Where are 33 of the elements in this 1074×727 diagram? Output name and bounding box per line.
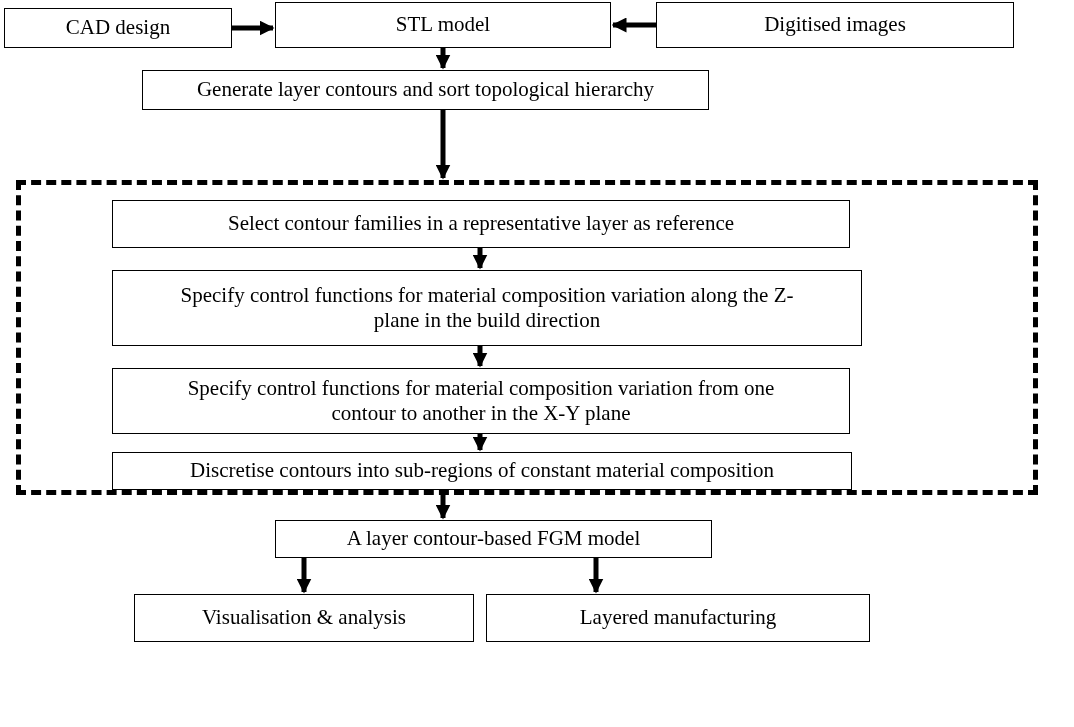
arrow [611,17,656,33]
arrow [472,346,488,368]
box-label: Digitised images [763,12,907,38]
arrow [588,558,604,594]
arrow [472,248,488,270]
box-label: Select contour families in a representative layer as reference [226,211,736,237]
arrow [232,20,275,36]
process-box [112,270,862,346]
arrow [435,495,451,520]
arrow [296,558,312,594]
box-label: Generate layer contours and sort topological hierarchy [195,77,656,103]
box-label: STL model [394,12,492,38]
box-label: CAD design [64,15,172,41]
process-box [142,70,709,110]
box-label: Discretise contours into sub-regions of constant material composition [189,458,775,484]
box-label: Specify control functions for material composition variation from one contour to another in the X-Y plane [186,375,776,427]
box-label: Specify control functions for material composition variation along the Z-plane in the build direction [179,282,795,334]
arrow [472,434,488,452]
process-box [112,368,850,434]
process-box [275,2,611,48]
process-box [112,452,852,490]
process-box [656,2,1014,48]
process-box [486,594,870,642]
dashed-group-box [16,180,1038,495]
process-box [4,8,232,48]
process-box [112,200,850,248]
box-label: Layered manufacturing [578,605,778,631]
process-box [134,594,474,642]
box-label: A layer contour-based FGM model [345,526,642,552]
arrow [435,48,451,70]
process-box [275,520,712,558]
box-label: Visualisation & analysis [200,605,408,631]
arrow [435,110,451,180]
